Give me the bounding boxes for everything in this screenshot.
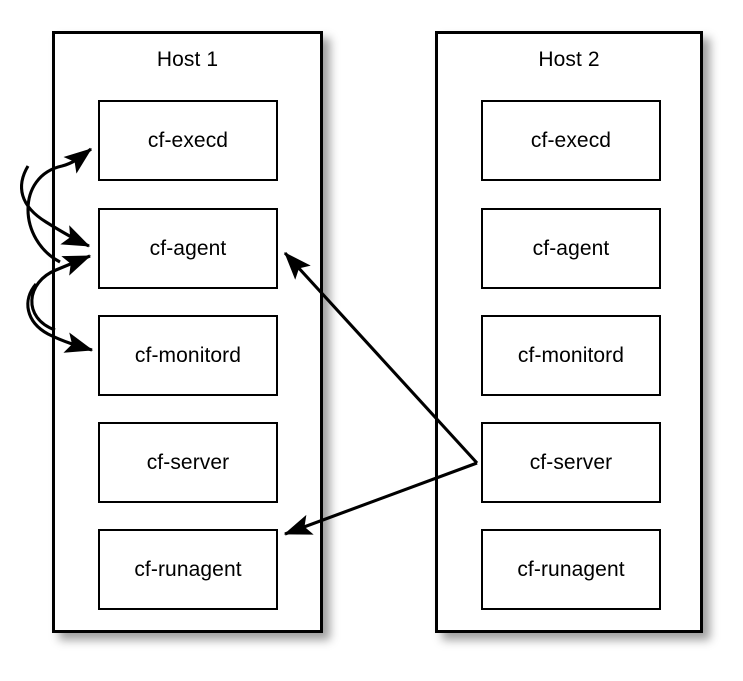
- host-1-process-cf-execd[interactable]: cf-execd: [98, 100, 278, 181]
- host-2-process-cf-agent-label: cf-agent: [532, 236, 610, 260]
- host-1-title: Host 1: [156, 48, 219, 71]
- host-2-container[interactable]: Host 2 cf-execd cf-agent cf-monitord cf-…: [435, 31, 703, 633]
- host-1-process-cf-monitord-label: cf-monitord: [134, 343, 242, 367]
- host-1-process-cf-runagent[interactable]: cf-runagent: [98, 529, 278, 610]
- host-1-process-cf-agent-label: cf-agent: [149, 236, 227, 260]
- host-2-process-cf-runagent-label: cf-runagent: [517, 557, 625, 581]
- host-1-process-cf-server[interactable]: cf-server: [98, 422, 278, 503]
- host-2-process-cf-monitord-label: cf-monitord: [517, 343, 625, 367]
- host-1-container[interactable]: Host 1 cf-execd cf-agent cf-monitord cf-…: [52, 31, 323, 633]
- host-2-process-cf-agent[interactable]: cf-agent: [481, 208, 661, 289]
- host-1-process-cf-execd-label: cf-execd: [147, 128, 229, 152]
- host-1-process-cf-agent[interactable]: cf-agent: [98, 208, 278, 289]
- host-2-process-cf-runagent[interactable]: cf-runagent: [481, 529, 661, 610]
- host-2-title: Host 2: [538, 48, 600, 71]
- host-2-process-cf-execd-label: cf-execd: [530, 128, 612, 152]
- host-1-process-cf-runagent-label: cf-runagent: [134, 557, 242, 581]
- host-2-process-cf-monitord[interactable]: cf-monitord: [481, 315, 661, 396]
- host-2-process-cf-server[interactable]: cf-server: [481, 422, 661, 503]
- host-1-process-cf-server-label: cf-server: [146, 450, 230, 474]
- host-1-process-cf-monitord[interactable]: cf-monitord: [98, 315, 278, 396]
- host-2-process-cf-execd[interactable]: cf-execd: [481, 100, 661, 181]
- host-2-process-cf-server-label: cf-server: [529, 450, 613, 474]
